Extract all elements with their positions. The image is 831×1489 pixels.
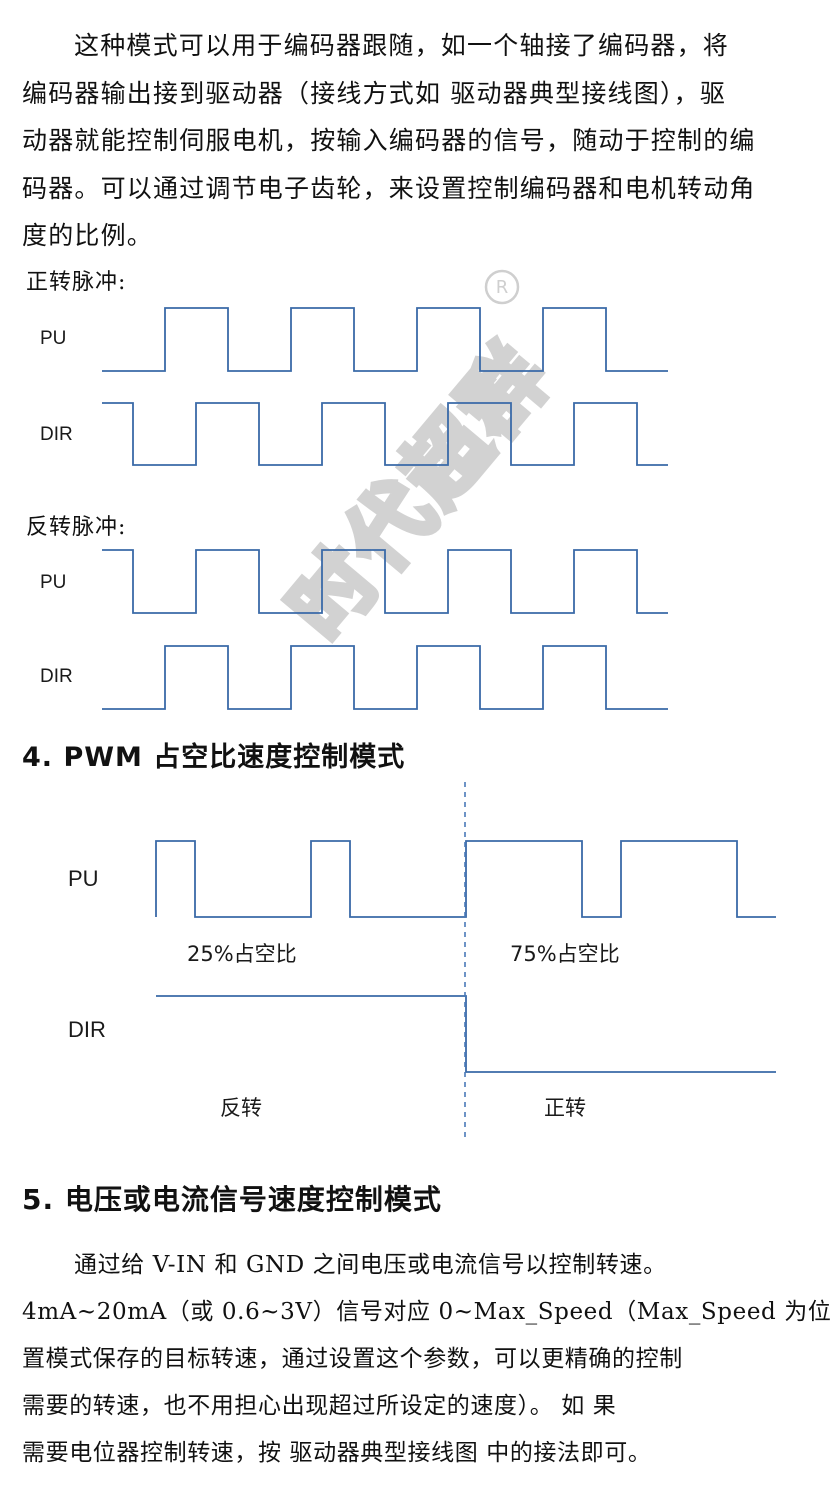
pulse-waveforms (102, 307, 776, 1140)
section5-line-1: 通过给 V-IN 和 GND 之间电压或电流信号以控制转速。 (74, 1252, 667, 1278)
pwm-pu-label: PU (68, 866, 99, 891)
pwm-pu-waveform (155, 840, 776, 918)
reverse-pu-waveform (102, 549, 668, 614)
reverse-dir-trace (102, 645, 668, 710)
reverse-dir-waveform (102, 645, 668, 710)
reverse-caption: 反转脉冲: (26, 515, 127, 540)
reverse-direction-label: 反转 (220, 1096, 262, 1120)
intro-line-4: 码器。可以通过调节电子齿轮，来设置控制编码器和电机转动角 (22, 173, 756, 203)
intro-line-3: 动器就能控制伺服电机，按输入编码器的信号，随动于控制的编 (22, 126, 756, 155)
section4-heading: 4. PWM 占空比速度控制模式 (22, 742, 406, 773)
intro-line-5: 度的比例。 (22, 221, 154, 250)
forward-pu-label: PU (40, 328, 67, 349)
section5-paragraph: 通过给 V-IN 和 GND 之间电压或电流信号以控制转速。 4mA~20mA（… (22, 1242, 831, 1477)
section5-heading: 5. 电压或电流信号速度控制模式 (22, 1183, 442, 1216)
forward-caption: 正转脉冲: (26, 270, 127, 295)
pwm-dir-waveform (156, 995, 776, 1073)
section5-line-2: 4mA~20mA（或 0.6~3V）信号对应 0~Max_Speed（Max_S… (22, 1299, 831, 1325)
pwm-dir-trace (156, 995, 776, 1073)
duty-75-label: 75%占空比 (510, 942, 620, 966)
forward-pu-waveform (102, 307, 668, 372)
forward-pu-trace (102, 307, 668, 372)
intro-line-2: 编码器输出接到驱动器（接线方式如 驱动器典型接线图），驱 (22, 78, 727, 108)
intro-paragraph: 这种模式可以用于编码器跟随，如一个轴接了编码器，将 编码器输出接到驱动器（接线方… (22, 22, 787, 260)
pwm-dir-label: DIR (68, 1017, 106, 1042)
reverse-pu-label: PU (40, 572, 67, 593)
section5-line-5: 需要电位器控制转速，按 驱动器典型接线图 中的接法即可。 (22, 1440, 652, 1466)
forward-direction-label: 正转 (544, 1096, 586, 1120)
forward-dir-trace (102, 402, 668, 466)
pwm-pu-trace (155, 840, 776, 918)
reverse-pu-trace (102, 549, 668, 614)
reverse-dir-label: DIR (40, 666, 73, 687)
section5-line-4: 需要的转速，也不用担心出现超过所设定的速度）。 如 果 (22, 1393, 617, 1419)
intro-line-1: 这种模式可以用于编码器跟随，如一个轴接了编码器，将 (74, 31, 730, 60)
forward-dir-waveform (102, 402, 668, 466)
forward-dir-label: DIR (40, 424, 73, 445)
section5-line-3: 置模式保存的目标转速，通过设置这个参数，可以更精确的控制 (22, 1346, 683, 1372)
duty-25-label: 25%占空比 (187, 942, 297, 966)
